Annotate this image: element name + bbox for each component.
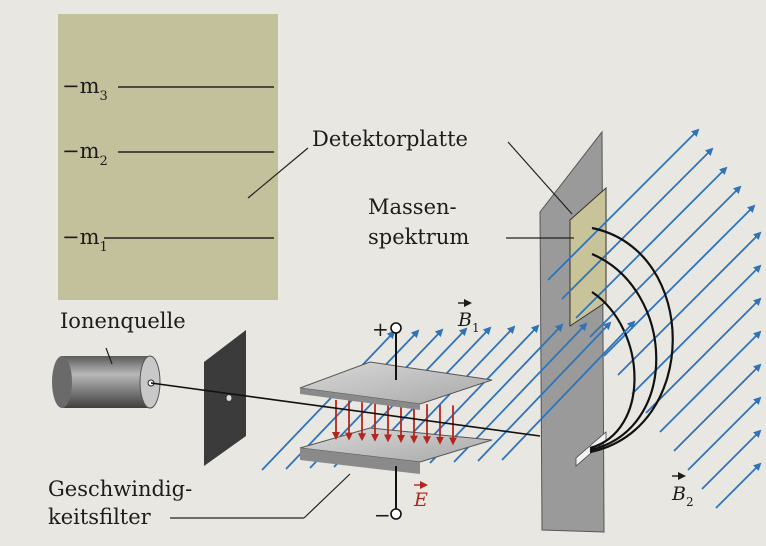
leader-lines [105,141,574,519]
field-line-b2 [547,128,700,281]
aperture-hole [226,395,232,401]
label-plus: + [372,317,389,341]
inset-background [58,14,278,300]
ion-trajectories [589,226,674,454]
aperture-plate [204,330,246,466]
ion-source-leader [105,347,113,365]
field-line-b2 [701,429,762,490]
mass-spectrum-inset: −m3 −m2 −m1 [58,14,278,300]
label-velocity-filter-1: Geschwindig- [48,477,192,501]
terminals [390,322,402,520]
field-line-b2 [645,297,762,414]
field-line-b2 [617,231,762,376]
trajectory-m3 [589,226,674,454]
label-minus: − [374,503,391,527]
field-line-b2 [673,363,762,452]
trajectory-m1 [589,291,636,450]
trajectory-m2 [589,252,658,452]
upper-plate-edge [300,388,420,410]
field-line-b2 [603,204,756,357]
mass-label-m3: −m3 [62,74,108,104]
ion-source [52,355,161,409]
field-line-b2 [659,330,762,433]
field-line-b2 [631,264,762,395]
ion-source-body [62,356,150,408]
velocity-filter [299,361,493,474]
label-mass-spectrum-2: spektrum [368,225,469,249]
field-line-b2 [687,396,762,471]
lower-plate-edge [300,448,420,474]
ion-beam-line [150,382,541,437]
field-line-b2 [715,462,762,509]
label-e-field: E [413,489,428,511]
field-line-b1 [501,320,636,461]
field-line-b2 [575,166,728,319]
label-b2: B2 [671,483,694,509]
label-mass-spectrum-1: Massen- [368,195,457,219]
ion-beam [150,382,541,437]
mass-label-m1: −m1 [62,225,108,255]
aperture-plate-face [204,330,246,466]
label-detector: Detektorplatte [312,127,468,151]
electric-field [332,400,457,446]
minus-terminal [390,508,402,520]
label-velocity-filter-2: keitsfilter [48,505,152,529]
plus-terminal [390,322,402,334]
field-line-b2 [561,147,714,300]
label-b1: B1 [457,309,480,335]
magnetic-field-b2 [547,128,762,509]
labels: Detektorplatte Massen- spektrum Ionenque… [48,127,694,529]
mass-label-m2: −m2 [62,139,108,169]
field-line-b2 [589,185,742,338]
filter-leader-d [303,473,351,519]
upper-plate [299,361,493,405]
field-line-b1 [261,330,396,471]
label-ion-source: Ionenquelle [60,309,186,333]
detector-leader [507,141,573,215]
field-line-b1 [477,321,612,462]
ion-source-back [52,356,72,408]
inset-leader [247,147,309,199]
